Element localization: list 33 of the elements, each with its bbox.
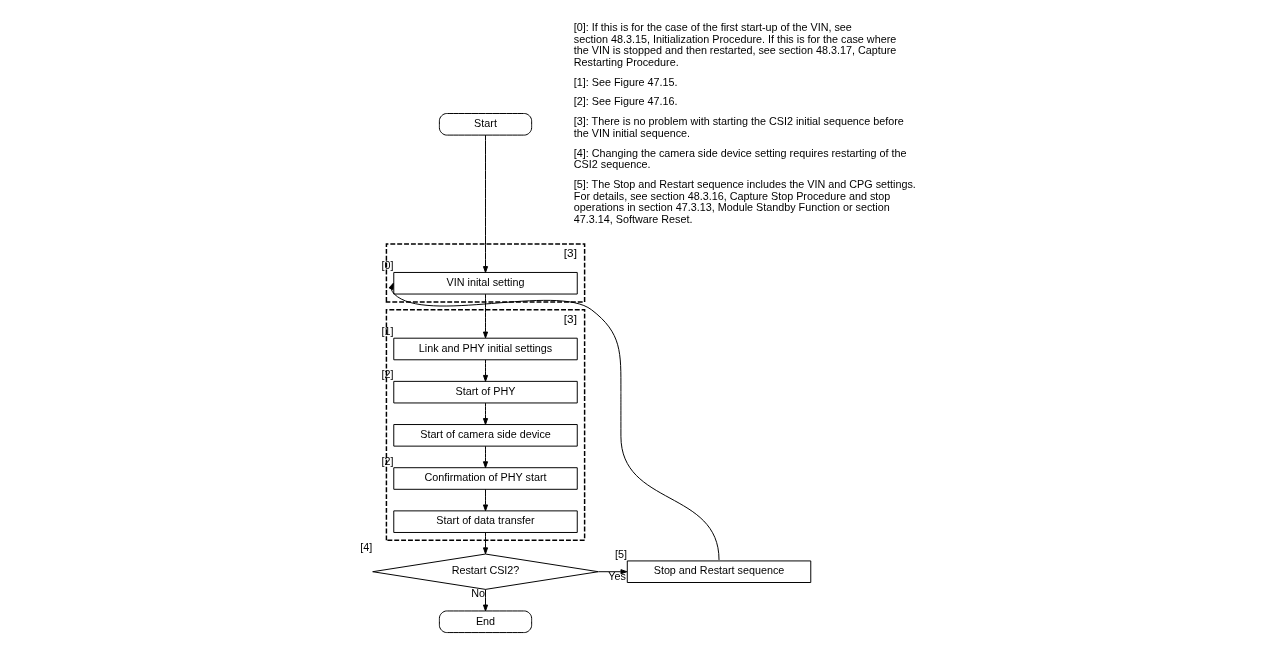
arrow <box>482 359 488 382</box>
arrow <box>482 589 488 612</box>
arrow <box>482 445 488 469</box>
node-box: Confirmation of PHY start <box>392 467 578 490</box>
arrow <box>597 569 627 575</box>
label: [2]: See Figure 47.16. <box>573 95 678 108</box>
arrow <box>482 293 488 339</box>
label: [3]: There is no problem with starting the CSI2 initial sequence before the VIN initial sequence. <box>573 115 904 139</box>
edge-label: No <box>470 587 485 600</box>
label: [1]: See Figure 47.15. <box>573 75 678 88</box>
node-label: [0] <box>380 259 393 272</box>
arrow <box>482 402 488 425</box>
arrow <box>482 134 488 273</box>
arrow <box>388 282 719 561</box>
label: [0]: If this is for the case of the first start-up of the VIN, see section 48.3.15, Initialization Procedure. If this is for the case where the VIN is stopped and then restarted, see section 48.3.17, Capture Restarting Procedure. <box>573 20 896 69</box>
node-label: [4] <box>359 540 372 553</box>
node-label: [5] <box>614 547 627 560</box>
node-box: Start <box>438 113 532 136</box>
arrow <box>482 488 488 512</box>
node-box: Start of PHY <box>392 380 578 404</box>
node-diamond: Restart CSI2? <box>371 553 599 590</box>
label: [4]: Changing the camera side device setting requires restarting of the CSI2 sequence. <box>573 146 906 171</box>
arrow <box>482 532 488 555</box>
node-box: End <box>438 610 532 634</box>
node-label: [2] <box>380 368 393 381</box>
node-label: [1] <box>380 325 393 338</box>
node-box: Link and PHY initial settings <box>392 337 578 361</box>
node-box: Start of data transfer <box>392 510 578 533</box>
edge-label: Yes <box>607 570 626 583</box>
node-box: VIN inital setting <box>392 271 578 295</box>
label: [5]: The Stop and Restart sequence includes the VIN and CPG settings. For details, see section 48.3.16, Capture Stop Procedure and stop operations in section 47.3.13, Module Standby Function or section 47.3.14, Software Reset. <box>573 177 916 226</box>
node-box: Start of camera side device <box>392 424 578 447</box>
node-box: Stop and Restart sequence <box>626 560 811 583</box>
